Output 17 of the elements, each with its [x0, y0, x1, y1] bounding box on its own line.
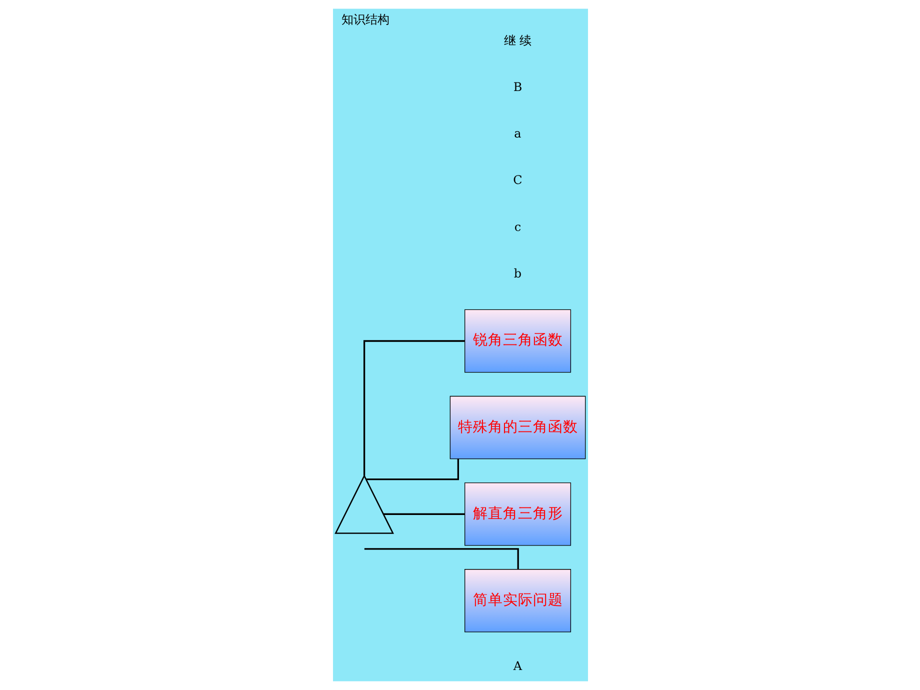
label: 继 续 [503, 33, 532, 48]
label: C [512, 173, 522, 188]
node-box: 解直角三角形 [464, 482, 571, 546]
label: B [512, 80, 522, 94]
label: A [512, 659, 522, 674]
node-triangle [334, 474, 394, 534]
node-box: 简单实际问题 [464, 569, 571, 632]
label: a [514, 126, 521, 141]
connector [362, 340, 464, 476]
node-box: 特殊角的三角函数 [449, 396, 586, 460]
connector [382, 513, 464, 515]
node-box: 锐角三角函数 [464, 309, 571, 373]
connector [364, 548, 518, 570]
label: c [514, 220, 521, 234]
diagram-title: 知识结构 [340, 12, 389, 27]
label: b [513, 266, 522, 280]
connector [366, 458, 458, 480]
